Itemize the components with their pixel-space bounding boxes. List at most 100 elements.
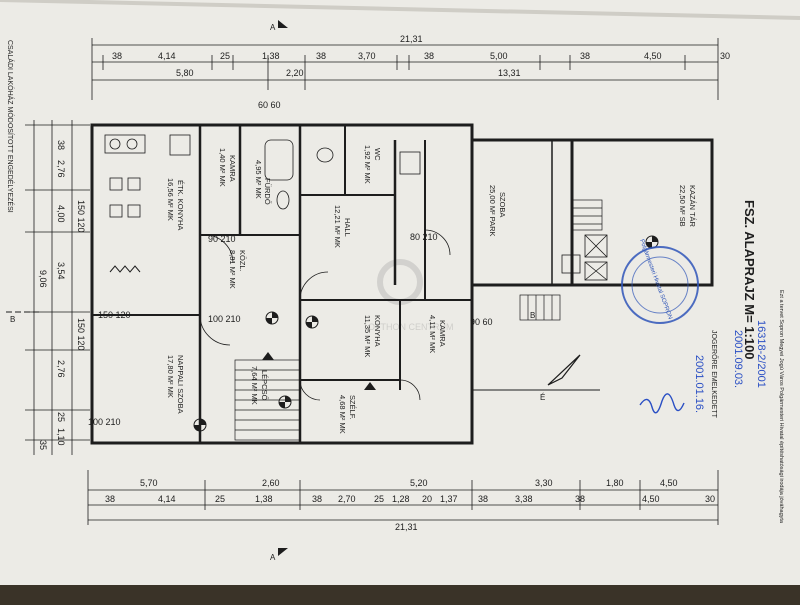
- room-area: 16,56 M² MK: [166, 178, 175, 221]
- opening-note: 60 60: [258, 100, 281, 110]
- left-dim: 38: [56, 140, 66, 150]
- legal-date: 2001.01.16.: [693, 355, 705, 413]
- room-szelfogo: SZÉLF. 4,68 M² MK: [338, 395, 357, 434]
- bottom-dim: 30: [705, 494, 715, 504]
- top-dim: 5,00: [490, 51, 508, 61]
- left-dimension-labels: 38 2,76 150 120 4,00 3,54 9,06 150 120 2…: [38, 140, 86, 450]
- bottom-dim: 38: [478, 494, 488, 504]
- room-area: 1,92 M² MK: [363, 145, 372, 184]
- room-kamra-1: KAMRA 1,40 M² MK: [218, 148, 237, 187]
- room-lepcso: LÉPCSŐ 7,64 M² MK: [250, 366, 269, 405]
- room-name: SZOBA: [498, 192, 507, 217]
- case-number: 16318-2/2001: [755, 320, 767, 388]
- room-name: HALL: [343, 218, 352, 237]
- top-total-dim: 21,31: [400, 34, 423, 44]
- watermark-text: OTTHON CENTRUM: [368, 322, 454, 332]
- room-name: KONYHA: [373, 315, 382, 347]
- bottom-dim: 38: [575, 494, 585, 504]
- top-dimensions: [91, 38, 719, 100]
- top-dim: 5,80: [176, 68, 194, 78]
- room-area: 22,50 M² SB: [678, 185, 687, 227]
- left-dim: 25: [56, 412, 66, 422]
- approval-date: 2001.09.03.: [732, 330, 744, 388]
- room-area: 17,80 M² MK: [166, 355, 175, 398]
- opening-note: 80 210: [410, 232, 438, 242]
- left-dim: 1,10: [56, 428, 66, 446]
- left-dim: 2,76: [56, 360, 66, 378]
- top-dim: 38: [580, 51, 590, 61]
- room-konyha: KONYHA 11,35 M² MK: [363, 315, 382, 357]
- opening-note: 100 210: [88, 417, 121, 427]
- room-kazan-tar: KAZÁN TÁR 22,50 M² SB: [678, 185, 697, 228]
- bottom-dim: 4,50: [642, 494, 660, 504]
- signature: [639, 393, 685, 414]
- top-dim: 38: [112, 51, 122, 61]
- section-a-top: A: [270, 23, 276, 32]
- bottom-dim: 2,60: [262, 478, 280, 488]
- bottom-dim: 25: [374, 494, 384, 504]
- left-dim: 2,76: [56, 160, 66, 178]
- top-dim: 4,14: [158, 51, 176, 61]
- room-name: LÉPCSŐ: [260, 370, 269, 401]
- room-kozlekedo: KÖZL. 8,81 M² MK: [228, 250, 247, 289]
- bottom-dim: 1,38: [255, 494, 273, 504]
- top-dim: 3,70: [358, 51, 376, 61]
- top-dim: 38: [424, 51, 434, 61]
- opening-notes: 90 210 100 210 90 60 60 60 80 210 150 12…: [88, 100, 493, 427]
- table-edge: [0, 585, 800, 600]
- left-dim: 35: [38, 440, 48, 450]
- top-dim: 1,38: [262, 51, 280, 61]
- top-dimension-labels: 21,31 38 4,14 25 1,38 38 3,70 38 5,00 38…: [112, 34, 730, 78]
- room-area: 11,35 M² MK: [363, 315, 372, 357]
- opening-note: 150 120: [98, 310, 131, 320]
- bottom-dim: 38: [105, 494, 115, 504]
- top-dim: 30: [720, 51, 730, 61]
- top-dim: 25: [220, 51, 230, 61]
- bottom-dim: 3,38: [515, 494, 533, 504]
- room-area: 4,95 M² MK: [254, 160, 263, 199]
- bottom-dim: 2,70: [338, 494, 356, 504]
- bottom-dim: 1,37: [440, 494, 458, 504]
- room-name: WC: [373, 148, 382, 161]
- left-dimensions: [25, 120, 90, 455]
- bottom-dim: 38: [312, 494, 322, 504]
- top-dim: 13,31: [498, 68, 521, 78]
- approval-note: Ezt a tervet Sopron Megyei Jogú Város Po…: [778, 290, 784, 524]
- room-area: 4,68 M² MK: [338, 395, 347, 434]
- left-dim: 3,54: [56, 262, 66, 280]
- room-kamra-2: KAMRA 4,11 M² MK: [428, 315, 447, 353]
- room-wc: WC 1,92 M² MK: [363, 145, 382, 184]
- left-dim: 150 120: [76, 318, 86, 351]
- svg-text:É: É: [540, 393, 545, 402]
- title-block: FSZ. ALAPRAJZ M= 1:100 Ezt a tervet Sopr…: [693, 200, 784, 524]
- radiator-symbol: [109, 265, 141, 273]
- room-area: 1,40 M² MK: [218, 148, 227, 187]
- bottom-dimensions: [87, 470, 719, 525]
- bottom-dim: 1,28: [392, 494, 410, 504]
- room-name: ÉTK. KONYHA: [176, 180, 185, 230]
- fixtures: [104, 134, 608, 281]
- bottom-dim: 5,70: [140, 478, 158, 488]
- bottom-dim: 20: [422, 494, 432, 504]
- top-dim: 38: [316, 51, 326, 61]
- legal-status: JOGERŐRE EMELKEDETT: [710, 330, 719, 419]
- opening-note: 100 210: [208, 314, 241, 324]
- room-furdo: FÜRDŐ 4,95 M² MK: [254, 160, 272, 205]
- door-swings: [199, 229, 451, 401]
- room-szoba: SZOBA 25,00 M² PARK: [488, 185, 507, 237]
- bottom-total-dim: 21,31: [395, 522, 418, 532]
- bottom-dim: 25: [215, 494, 225, 504]
- bottom-dim: 3,30: [535, 478, 553, 488]
- room-etk-konyha: ÉTK. KONYHA 16,56 M² MK: [166, 178, 185, 230]
- opening-note: 90 210: [208, 234, 236, 244]
- section-b-left: B: [10, 315, 15, 324]
- level-markers: [193, 235, 659, 432]
- room-area: 4,11 M² MK: [428, 315, 437, 353]
- room-area: 7,64 M² MK: [250, 366, 259, 405]
- section-a-bottom: A: [270, 553, 276, 562]
- bottom-dim: 5,20: [410, 478, 428, 488]
- left-dim: 150 120: [76, 200, 86, 233]
- room-area: 8,81 M² MK: [228, 250, 237, 289]
- room-area: 12,21 M² MK: [333, 205, 342, 248]
